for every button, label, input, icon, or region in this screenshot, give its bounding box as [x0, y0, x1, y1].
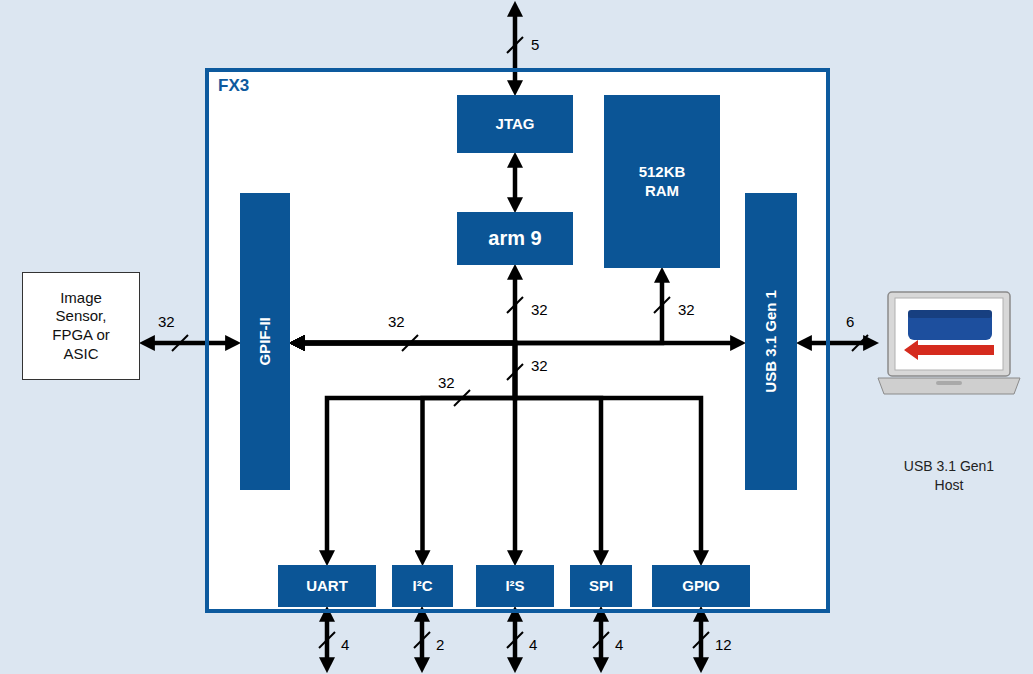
bus-width-label: 32 [531, 357, 548, 374]
block-label: JTAG [496, 115, 535, 134]
bus-tick [693, 632, 709, 648]
label-anchor: 32 [678, 301, 695, 319]
cpu-block: arm 9 [457, 212, 573, 265]
block-label: SPI [589, 577, 613, 596]
bus-tick [454, 390, 470, 406]
label-anchor: 32 [388, 313, 405, 331]
connectors [148, 161, 870, 557]
spi-block: SPI [570, 565, 632, 607]
bus-connector [298, 276, 662, 343]
label-anchor: 32 [438, 374, 455, 392]
ram-block: 512KB RAM [604, 95, 720, 268]
chip-title: FX3 [218, 76, 249, 96]
bus-tick [402, 335, 418, 351]
bus-width-label: 32 [158, 313, 175, 330]
chip-fill [205, 68, 830, 613]
bus-width-label: 32 [678, 301, 695, 318]
label-anchor: 32 [531, 301, 548, 319]
external-device-box: Image Sensor, FPGA or ASIC [22, 272, 140, 380]
label-anchor: 4 [341, 636, 349, 654]
fx3-chip: FX3JTAG arm 9 512KB RAM GPIF-II USB 3.1 Gen … [205, 68, 830, 613]
usb-block: USB 3.1 Gen 1 [745, 193, 797, 490]
jtag-wire [513, 10, 518, 87]
bus-width-label: 12 [715, 636, 732, 653]
bus-connector [298, 343, 515, 557]
bus-tick [507, 37, 523, 53]
bus-connector [298, 343, 601, 557]
bus-connector [298, 273, 515, 343]
laptop-icon [878, 292, 1020, 394]
device-label: Image Sensor, FPGA or ASIC [46, 289, 116, 364]
block-label: I²C [413, 577, 433, 596]
bus-width-label: 4 [615, 636, 623, 653]
block-label: I²S [505, 577, 524, 596]
label-anchor: 4 [615, 636, 623, 654]
bus-connector [148, 341, 232, 346]
bus-width-label: 32 [531, 301, 548, 318]
bus-width-label: 32 [388, 313, 405, 330]
bus-tick [507, 364, 523, 380]
gpif-block: GPIF-II [240, 193, 290, 490]
bus-tick [172, 335, 188, 351]
bus-tick [654, 297, 670, 313]
host-label: USB 3.1 Gen1 Host [899, 457, 999, 495]
block-label: GPIF-II [256, 317, 275, 365]
bus-connector [513, 161, 518, 204]
block-label: arm 9 [488, 226, 541, 251]
bus-width-label: 32 [438, 374, 455, 391]
usb-host: USB 3.1 Gen1 Host [878, 290, 1020, 495]
i2s-block: I²S [476, 565, 554, 607]
label-anchor: 32 [158, 313, 175, 331]
bus-tick [507, 632, 523, 648]
label-anchor: 5 [531, 36, 539, 54]
block-label: GPIO [682, 577, 720, 596]
bus-width-label: 4 [529, 636, 537, 653]
bus-connector [298, 343, 515, 557]
label-anchor: 12 [715, 636, 732, 654]
bus-tick [507, 297, 523, 313]
bus-tick [414, 632, 430, 648]
bus-width-label: 2 [436, 636, 444, 653]
bus-width-ticks [172, 37, 868, 648]
block-label: USB 3.1 Gen 1 [762, 290, 781, 393]
bus-tick [319, 632, 335, 648]
bus-connector [298, 343, 515, 557]
gpio-block: GPIO [652, 565, 750, 607]
bus-width-label: 6 [846, 313, 854, 330]
bus-connector [298, 343, 701, 557]
block-label: UART [306, 577, 348, 596]
label-anchor: 4 [529, 636, 537, 654]
bus-width-label: 5 [531, 36, 539, 53]
bus-width-label: 4 [341, 636, 349, 653]
bus-tick [593, 632, 609, 648]
jtag-block: JTAG [457, 95, 573, 153]
label-anchor: 6 [846, 313, 854, 331]
bus-tick [852, 335, 868, 351]
block-label: 512KB RAM [632, 163, 692, 201]
uart-block: UART [278, 565, 376, 607]
label-anchor: 32 [531, 357, 548, 375]
i2c-block: I²C [392, 565, 453, 607]
label-anchor: 2 [436, 636, 444, 654]
